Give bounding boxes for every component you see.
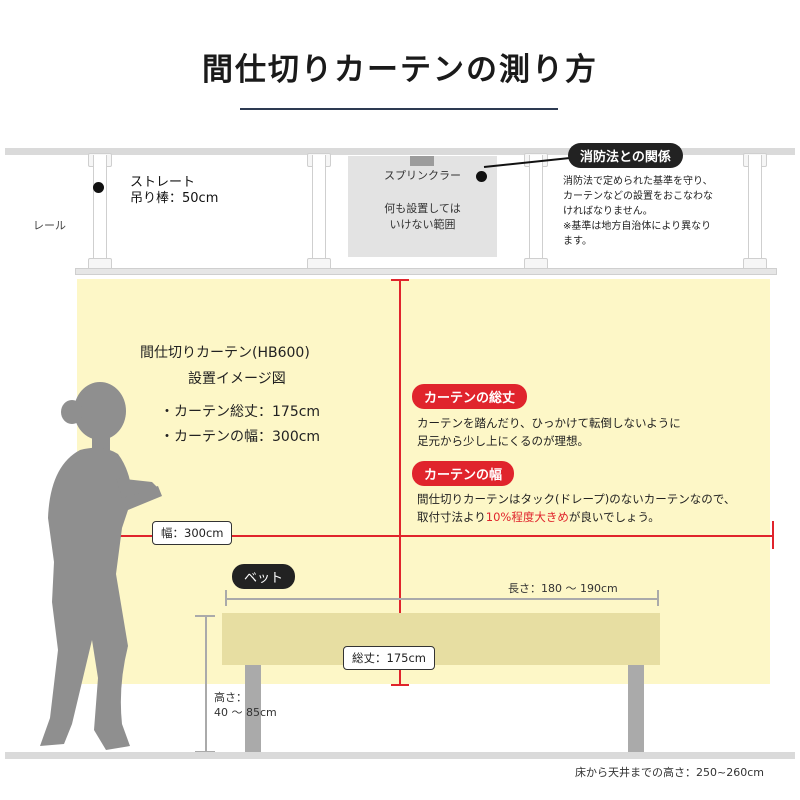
total-length-badge: カーテンの総丈	[412, 384, 528, 409]
straight-rod-label: ストレート 吊り棒：50cm	[130, 175, 219, 206]
bed-leg	[245, 665, 261, 753]
rail-post	[312, 155, 326, 268]
width-label: 幅：300cm	[152, 521, 233, 545]
total-length-text: カーテンを踏んだり、ひっかけて転倒しないように 足元から少し上にくるのが理想。	[417, 416, 681, 448]
bed-height-label: 高さ： 40 〜 85cm	[214, 691, 277, 719]
sprinkler-zone	[348, 156, 497, 257]
width-text: 間仕切りカーテンはタック(ドレープ)のないカーテンなので、 取付寸法より10%程…	[417, 492, 736, 524]
sprinkler-note: 何も設置しては いけない範囲	[384, 202, 461, 231]
total-length-cap-bottom	[391, 684, 409, 686]
width-line	[110, 535, 773, 537]
width-line-cap	[772, 521, 774, 549]
total-length-line	[399, 279, 401, 685]
sprinkler-label: スプリンクラー	[384, 169, 461, 182]
bullet-total-length: ・カーテン総丈：175cm	[160, 404, 321, 420]
sprinkler-icon	[410, 156, 434, 166]
person-silhouette-icon	[40, 382, 162, 750]
total-length-cap-top	[391, 279, 409, 281]
fire-law-badge: 消防法との関係	[568, 143, 683, 168]
bed-height-cap	[195, 615, 215, 617]
bed-length-cap	[225, 590, 227, 606]
bed-length-line	[226, 598, 658, 600]
ceiling	[5, 148, 795, 155]
rail-post	[529, 155, 543, 268]
bed-leg	[628, 665, 644, 753]
bed-height-line	[205, 616, 207, 752]
rail-post	[93, 155, 107, 268]
straight-rod-marker	[93, 182, 104, 193]
bed-badge: ベット	[232, 564, 296, 589]
width-badge: カーテンの幅	[412, 461, 515, 486]
floor	[5, 752, 795, 759]
bed-length-cap	[657, 590, 659, 606]
bullet-width: ・カーテンの幅：300cm	[160, 429, 321, 445]
installation-title: 間仕切りカーテン(HB600) 設置イメージ図	[140, 345, 310, 387]
total-length-label: 総丈：175cm	[343, 646, 435, 670]
bed	[222, 613, 660, 665]
ceiling-height-label: 床から天井までの高さ：250~260cm	[575, 766, 764, 779]
page-title: 間仕切りカーテンの測り方	[202, 52, 598, 88]
fire-law-marker	[476, 171, 487, 182]
curtain-rail	[75, 268, 777, 275]
rail-label: レール	[33, 219, 66, 232]
highlight-text: 10%程度大きめ	[485, 510, 569, 524]
bed-length-label: 長さ：180 〜 190cm	[508, 582, 618, 595]
title-underline	[240, 108, 558, 110]
fire-law-text: 消防法で定められた基準を守り、 カーテンなどの設置をおこなわな ければなりません…	[563, 176, 713, 247]
rail-post	[748, 155, 762, 268]
